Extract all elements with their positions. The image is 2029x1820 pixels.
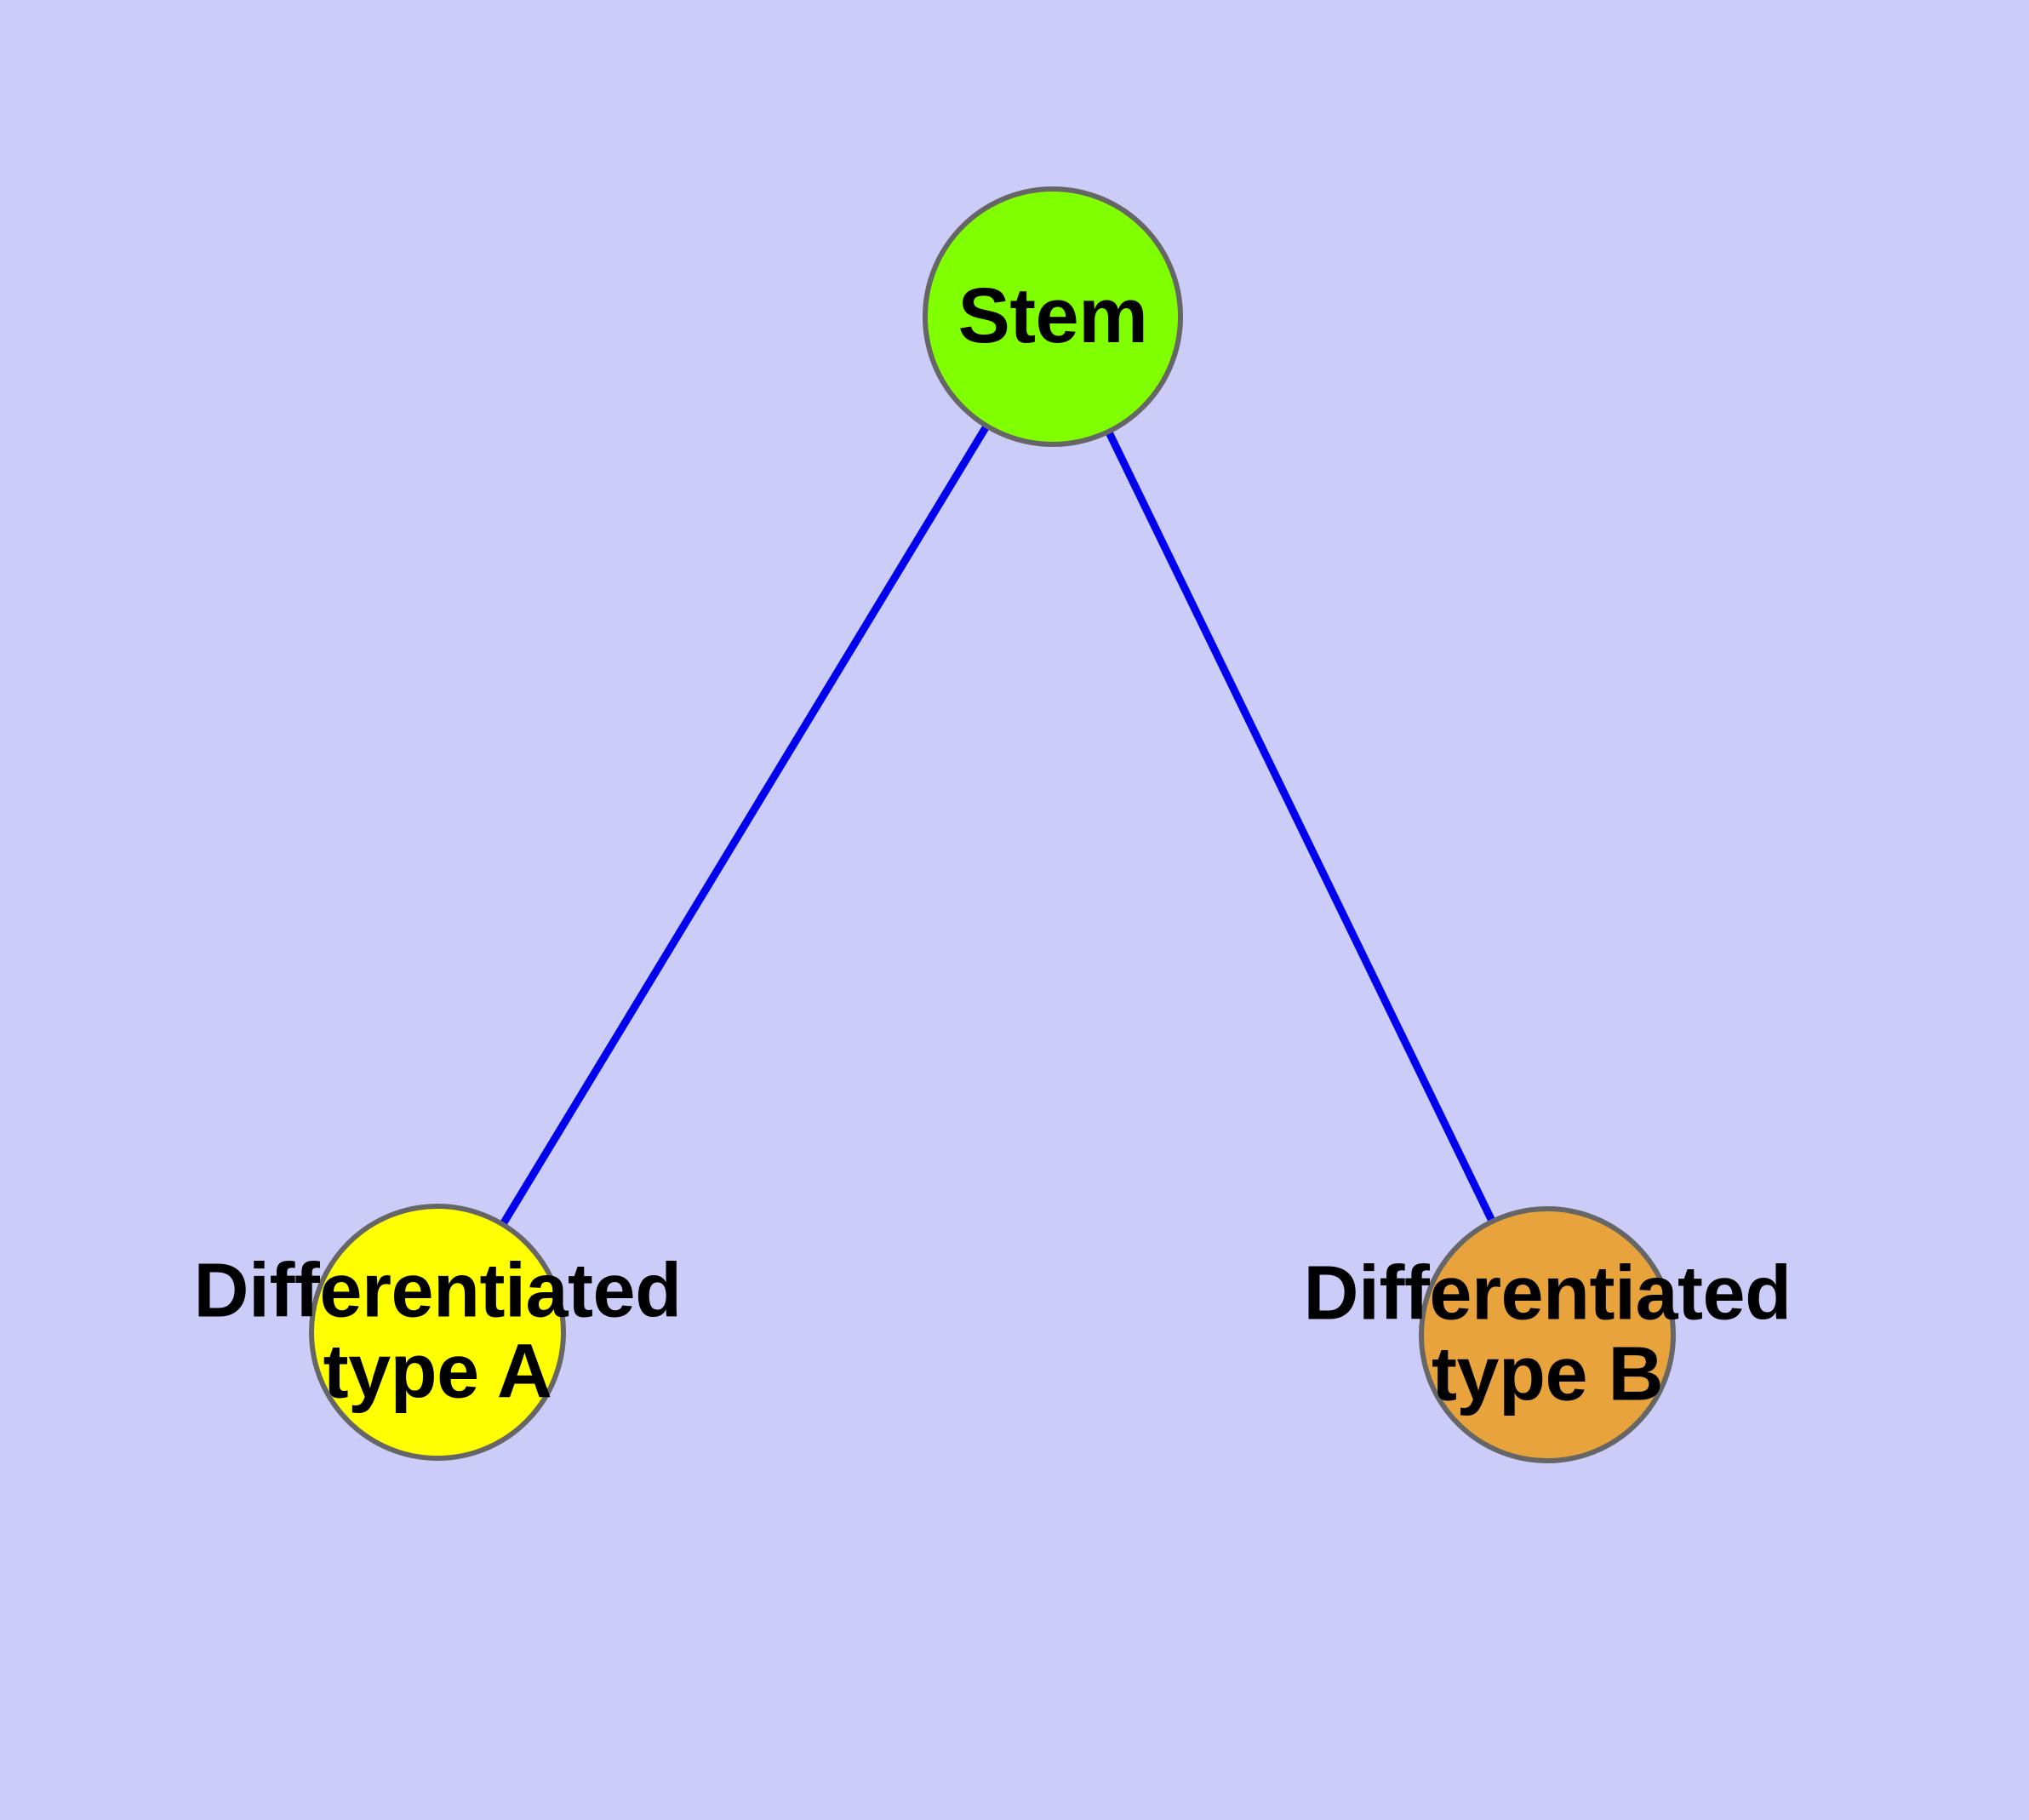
edges-group xyxy=(496,419,1498,1231)
node-circle-diff-b[interactable] xyxy=(1419,1206,1676,1463)
node-circle-stem[interactable] xyxy=(923,186,1183,447)
edge-stem-diff-a[interactable] xyxy=(496,419,993,1231)
edge-stem-diff-b[interactable] xyxy=(1102,425,1498,1228)
nodes-group xyxy=(309,186,1676,1463)
node-circle-diff-a[interactable] xyxy=(309,1204,566,1461)
